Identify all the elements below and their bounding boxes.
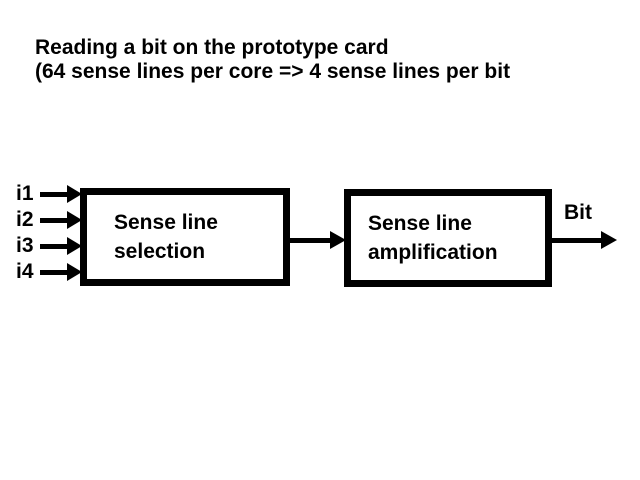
arrow-line bbox=[40, 243, 67, 249]
arrow-line bbox=[40, 191, 67, 197]
arrow-line bbox=[40, 217, 67, 223]
input-label-i3: i3 bbox=[16, 234, 34, 257]
box-label-line1: Sense line bbox=[368, 212, 472, 235]
diagram-title: Reading a bit on the prototype card (64 … bbox=[35, 36, 510, 84]
input-arrow-i3: i3 bbox=[16, 235, 82, 257]
input-label-i4: i4 bbox=[16, 260, 34, 283]
arrow-right-icon bbox=[67, 263, 82, 281]
arrow-right-icon bbox=[601, 231, 617, 249]
input-arrow-i4: i4 bbox=[16, 261, 82, 283]
box-label-line1: Sense line bbox=[114, 211, 218, 234]
input-label-i1: i1 bbox=[16, 182, 34, 205]
input-arrow-i1: i1 bbox=[16, 183, 82, 205]
output-label-bit: Bit bbox=[564, 201, 592, 224]
box-sense-line-amplification: Sense line amplification bbox=[344, 189, 552, 287]
title-line-1: Reading a bit on the prototype card bbox=[35, 36, 389, 59]
arrow-line bbox=[40, 269, 67, 275]
connector-arrow-line bbox=[288, 238, 333, 243]
title-line-2: (64 sense lines per core => 4 sense line… bbox=[35, 60, 511, 83]
arrow-right-icon bbox=[330, 231, 346, 249]
arrow-right-icon bbox=[67, 185, 82, 203]
box-sense-line-selection: Sense line selection bbox=[80, 188, 290, 286]
input-label-i2: i2 bbox=[16, 208, 34, 231]
box-label-line2: amplification bbox=[368, 241, 498, 264]
input-arrow-i2: i2 bbox=[16, 209, 82, 231]
box-label-line2: selection bbox=[114, 240, 206, 263]
output-arrow-line bbox=[550, 238, 602, 243]
arrow-right-icon bbox=[67, 237, 82, 255]
arrow-right-icon bbox=[67, 211, 82, 229]
